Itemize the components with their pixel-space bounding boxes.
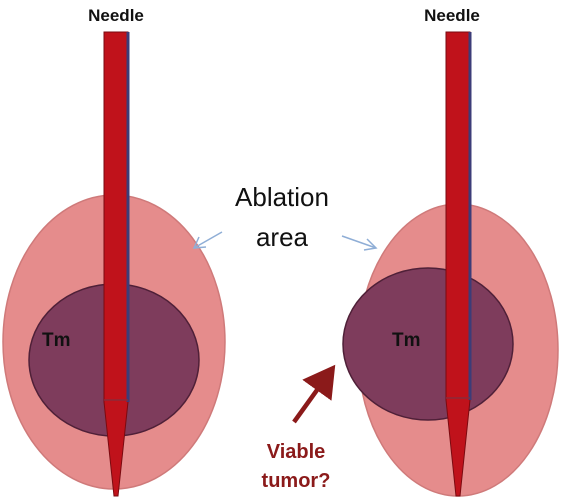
left-case: Tm Needle [2, 6, 226, 497]
right-case: Tm Needle [342, 6, 559, 497]
viable-label-line1: Viable [267, 441, 326, 463]
needle-left-shaft [103, 31, 129, 497]
pointer-arrow-right [341, 235, 378, 251]
ablation-label-line1: Ablation [235, 182, 329, 212]
ablation-area-callout: Ablation area [192, 182, 378, 252]
viable-tumor-callout: Viable tumor? [262, 364, 336, 492]
needle-label-right: Needle [424, 6, 480, 25]
ablation-label-line2: area [256, 222, 309, 252]
pointer-arrow-left-head [192, 236, 207, 249]
pointer-arrow-left [192, 231, 223, 249]
needle-right [445, 31, 472, 497]
viable-label-line2: tumor? [262, 470, 331, 492]
pointer-arrow-right-head [363, 238, 378, 251]
pointer-arrow-left-line [193, 231, 223, 249]
tumor-right [342, 267, 514, 421]
tumor-label-left: Tm [42, 330, 71, 351]
needle-left [103, 31, 130, 497]
needle-right-shaft [445, 31, 471, 497]
needle-label-left: Needle [88, 6, 144, 25]
pointer-arrow-right-line [341, 235, 377, 249]
tumor-label-right: Tm [392, 330, 421, 351]
viable-arrow [292, 364, 336, 424]
